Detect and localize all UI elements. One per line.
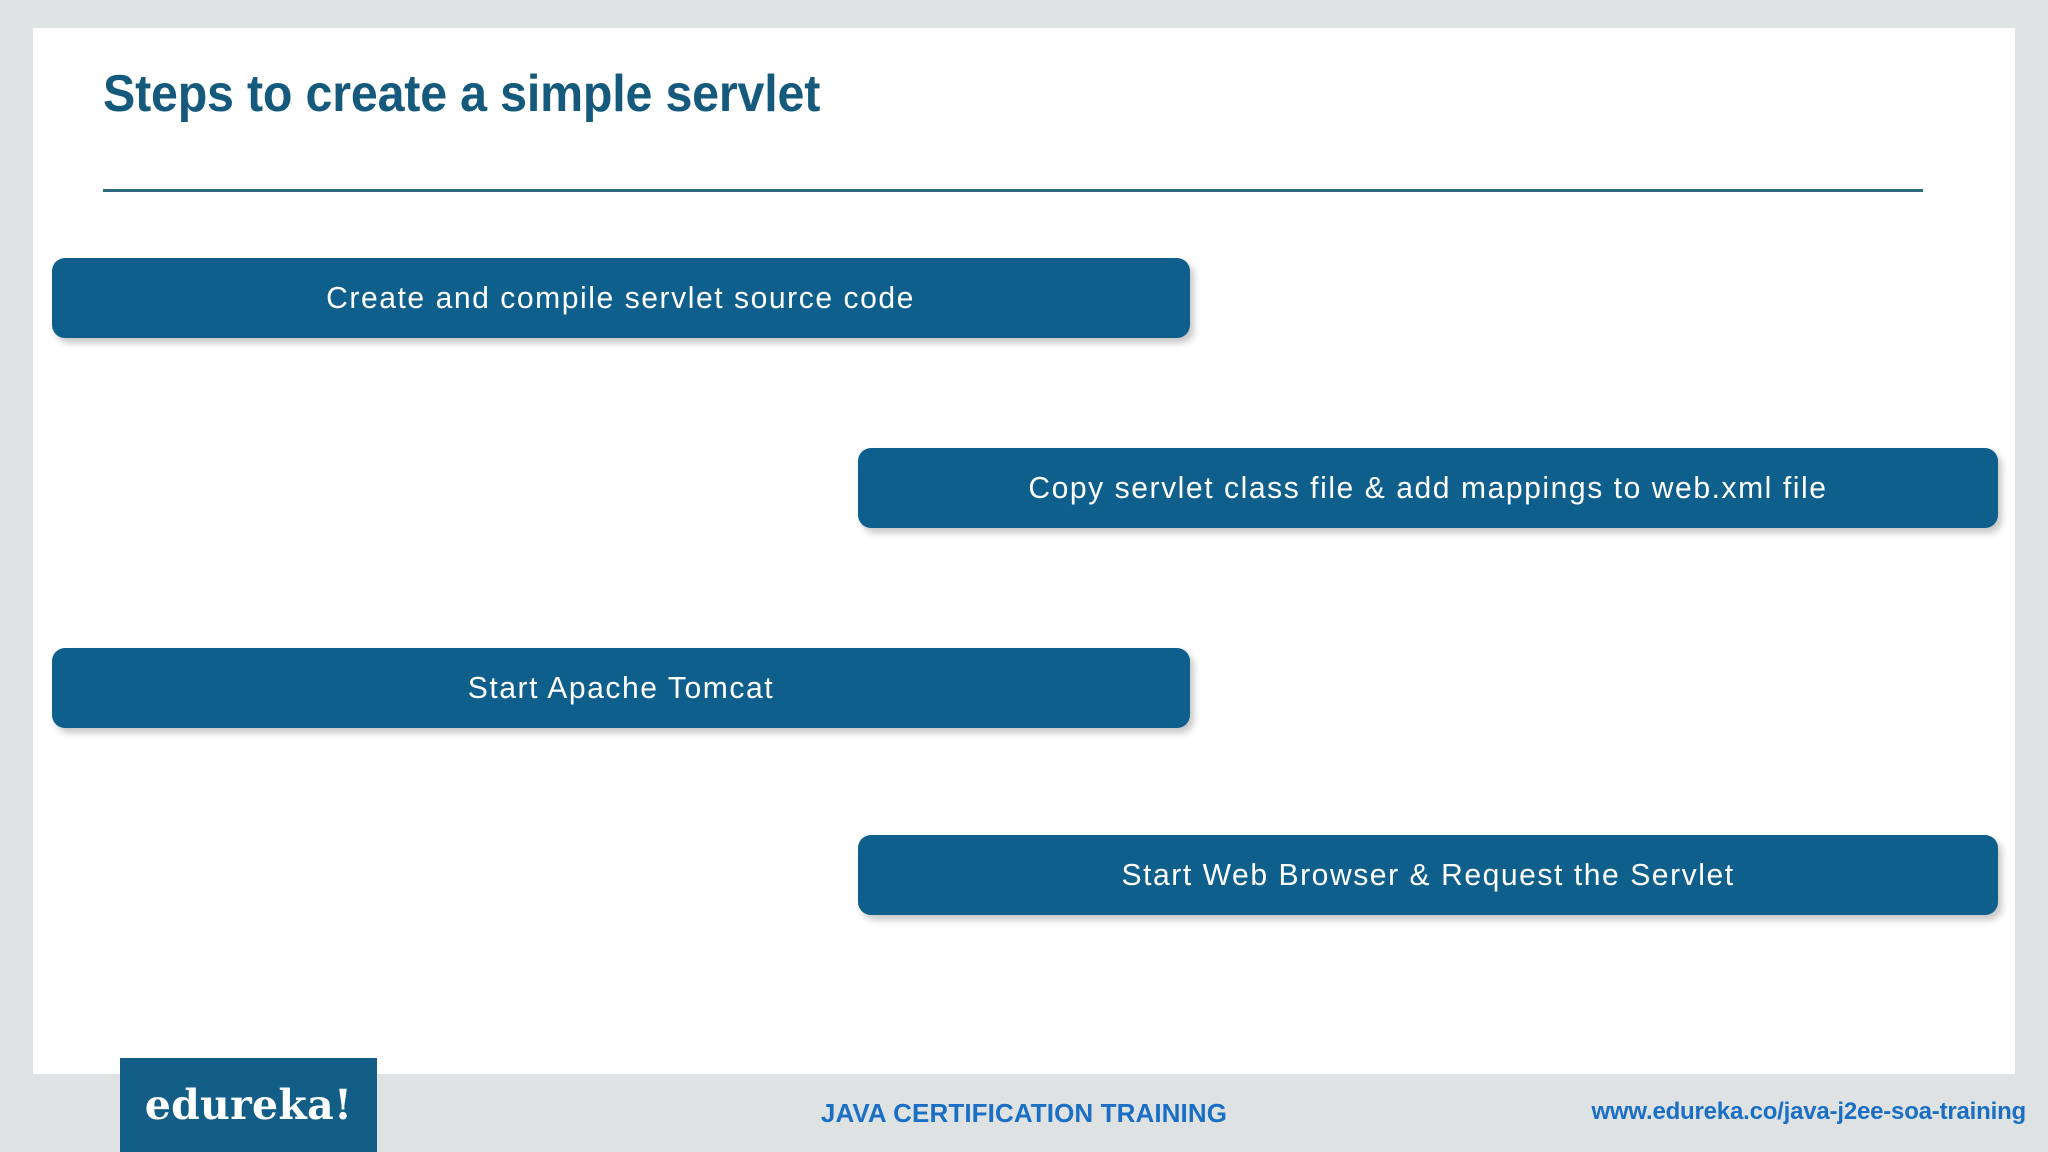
step-box-1[interactable]: Create and compile servlet source code bbox=[52, 258, 1190, 338]
edureka-logo-text: edureka! bbox=[144, 1081, 353, 1129]
step-box-2[interactable]: Copy servlet class file & add mappings t… bbox=[858, 448, 1998, 528]
edureka-logo: edureka! bbox=[120, 1058, 377, 1152]
step-box-4-label: Start Web Browser & Request the Servlet bbox=[1121, 857, 1735, 892]
step-box-2-label: Copy servlet class file & add mappings t… bbox=[1028, 470, 1828, 505]
step-box-3-label: Start Apache Tomcat bbox=[467, 670, 775, 705]
slide-content-area bbox=[33, 28, 2015, 1074]
step-box-4[interactable]: Start Web Browser & Request the Servlet bbox=[858, 835, 1998, 915]
page-title: Steps to create a simple servlet bbox=[103, 65, 821, 123]
footer-url-link[interactable]: www.edureka.co/java-j2ee-soa-training bbox=[1591, 1098, 2026, 1125]
step-box-1-label: Create and compile servlet source code bbox=[326, 280, 916, 315]
step-box-3[interactable]: Start Apache Tomcat bbox=[52, 648, 1190, 728]
title-divider bbox=[103, 189, 1923, 192]
footer-course-title: JAVA CERTIFICATION TRAINING bbox=[820, 1098, 1228, 1128]
